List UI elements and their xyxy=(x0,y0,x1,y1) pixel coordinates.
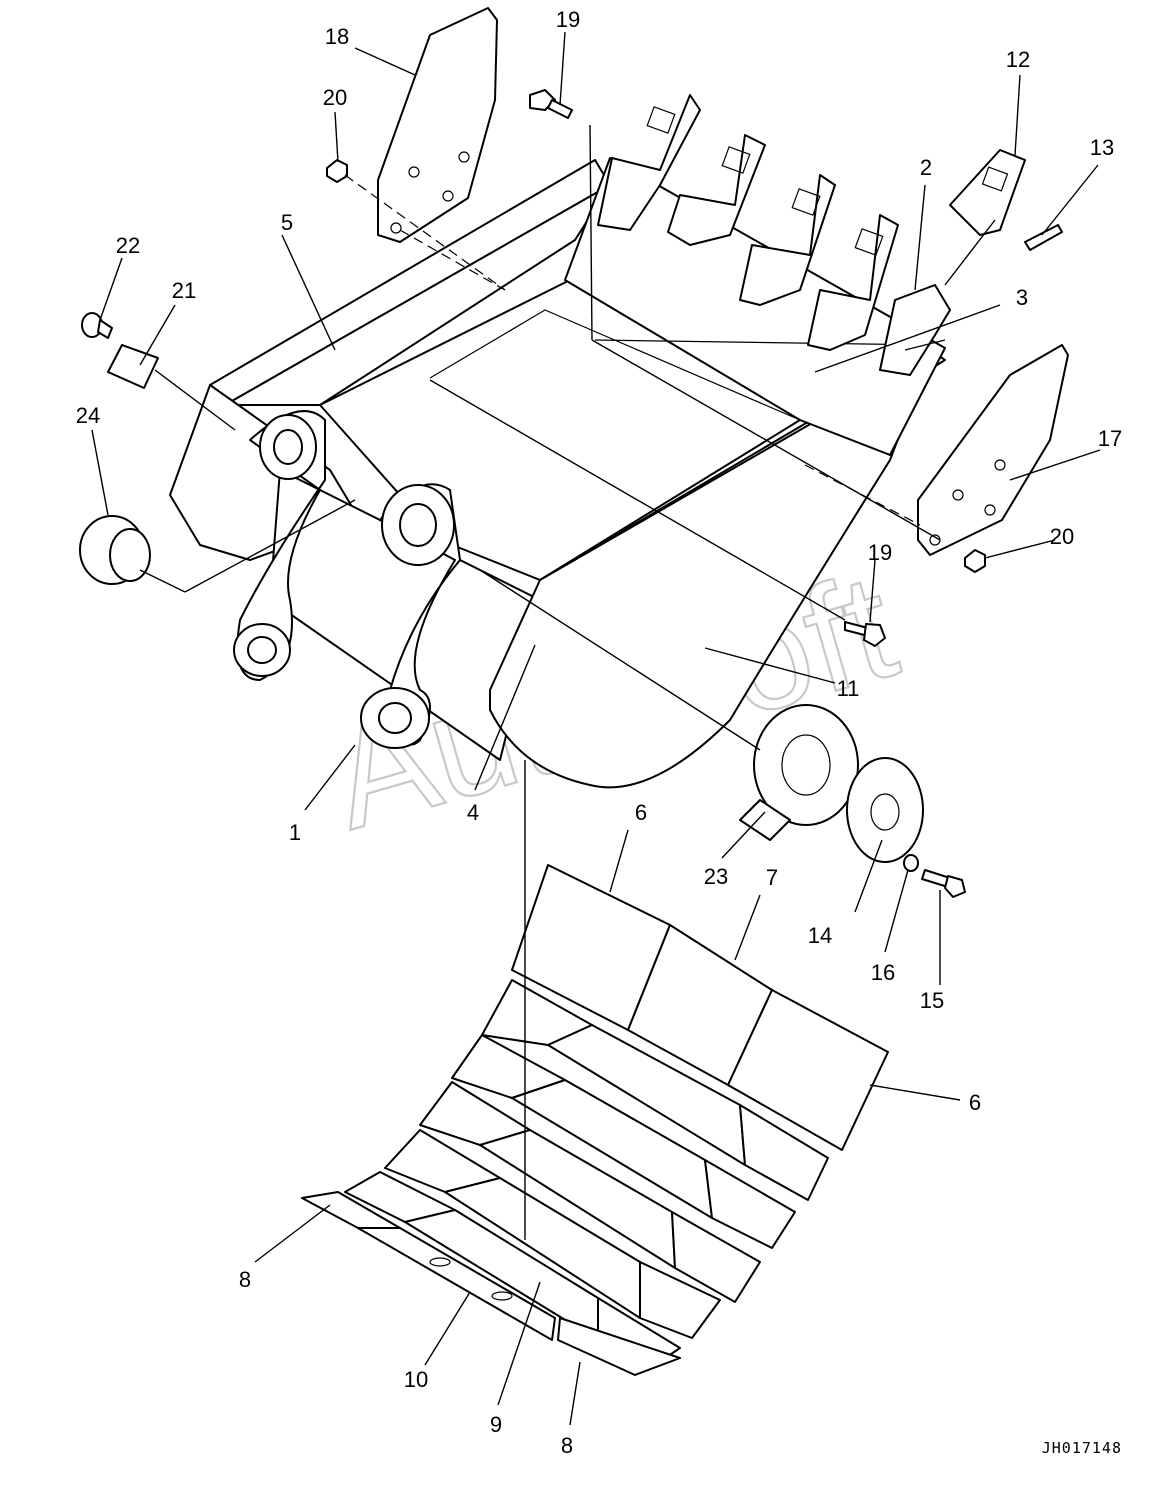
callout-19a: 19 xyxy=(556,7,580,32)
callout-14: 14 xyxy=(808,923,832,948)
tooth-pin xyxy=(1024,224,1063,251)
side-tooth-adapter xyxy=(879,284,951,376)
shim-23 xyxy=(739,704,859,841)
bushing-24 xyxy=(79,515,151,585)
callout-7: 7 xyxy=(766,865,778,890)
callout-9: 9 xyxy=(490,1412,502,1437)
wear-strip-8b xyxy=(557,1317,681,1376)
wear-plates xyxy=(301,864,889,1376)
tooth-1 xyxy=(597,94,701,231)
callout-23: 23 xyxy=(704,864,728,889)
callout-1: 1 xyxy=(289,820,301,845)
plate-14 xyxy=(846,757,924,863)
wear-strip-10 xyxy=(357,1227,556,1341)
tooth-3 xyxy=(739,174,836,306)
wear-plate-6b xyxy=(727,989,889,1151)
leader-lines xyxy=(91,31,1101,1426)
bottom-wrapper xyxy=(489,354,931,789)
hardware xyxy=(79,89,986,898)
drawing-number: JH017148 xyxy=(1042,1439,1122,1457)
callout-11: 11 xyxy=(837,676,860,701)
callout-6a: 6 xyxy=(635,800,647,825)
callout-10: 10 xyxy=(404,1367,428,1392)
callout-2: 2 xyxy=(920,155,932,180)
nut-right xyxy=(964,549,986,573)
callout-13: 13 xyxy=(1090,135,1114,160)
side-cutter-left xyxy=(377,7,498,243)
bolt-15 xyxy=(921,869,966,898)
callout-12: 12 xyxy=(1006,47,1030,72)
callout-5: 5 xyxy=(281,210,293,235)
washer-16 xyxy=(903,854,919,872)
callout-19b: 19 xyxy=(868,540,892,565)
cutting-edge xyxy=(564,157,946,456)
callout-20b: 20 xyxy=(1050,524,1074,549)
callout-24: 24 xyxy=(76,403,100,428)
callout-22: 22 xyxy=(116,233,140,258)
callout-21: 21 xyxy=(172,278,196,303)
side-cutters xyxy=(377,7,1069,556)
callout-15: 15 xyxy=(920,988,944,1013)
callout-3: 3 xyxy=(1016,285,1028,310)
bolt-top xyxy=(529,89,573,119)
callout-20a: 20 xyxy=(323,85,347,110)
side-cutter-right xyxy=(917,344,1069,556)
bucket-bracket xyxy=(233,410,461,749)
assembly-lines xyxy=(139,124,996,1240)
teeth-group xyxy=(597,94,1063,376)
callout-17: 17 xyxy=(1098,426,1122,451)
callout-16: 16 xyxy=(871,960,895,985)
callout-8b: 8 xyxy=(561,1433,573,1458)
tooth-4 xyxy=(807,214,899,351)
callout-18: 18 xyxy=(325,24,349,49)
bolt-right xyxy=(844,621,886,647)
left-side-plate-face xyxy=(224,184,611,406)
nut-left xyxy=(326,159,348,183)
tooth-loose xyxy=(949,149,1026,236)
callout-labels: 1 2 3 4 5 6 6 7 8 8 9 10 11 12 13 14 15 … xyxy=(76,7,1122,1458)
tooth-2 xyxy=(667,134,766,246)
callout-8a: 8 xyxy=(239,1267,251,1292)
callout-4: 4 xyxy=(467,800,479,825)
callout-6b: 6 xyxy=(969,1090,981,1115)
plate-21 xyxy=(107,344,159,389)
